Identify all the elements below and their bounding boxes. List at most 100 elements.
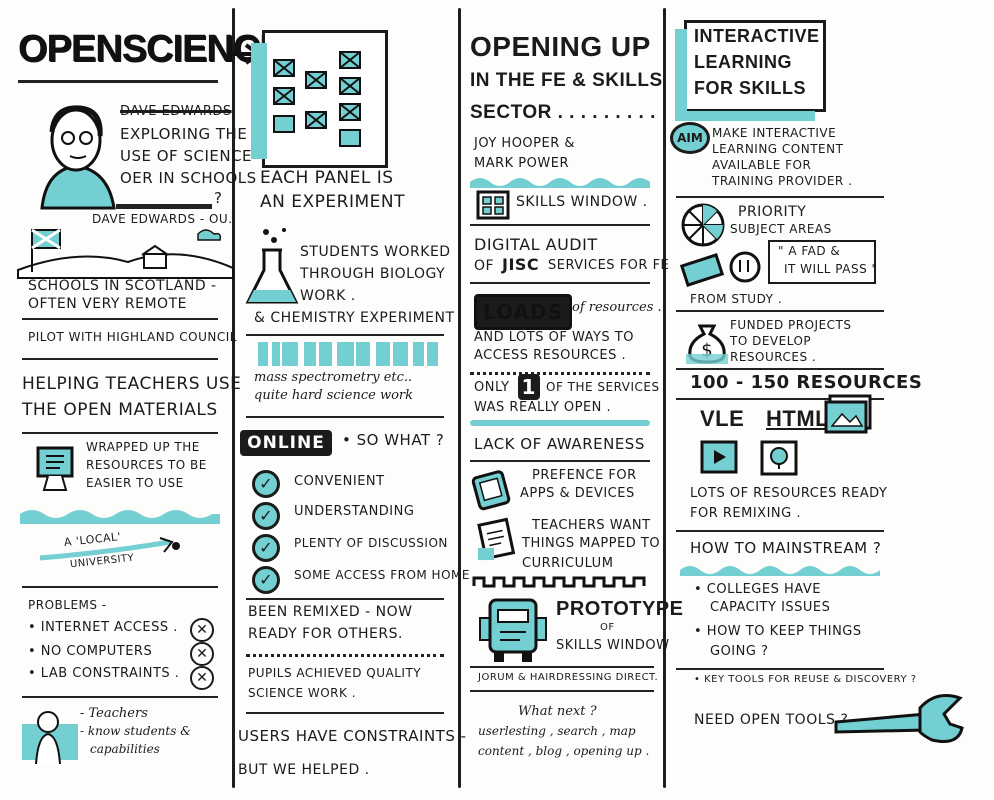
aim-line-2: LEARNING CONTENT	[712, 142, 844, 156]
students-line-2: THROUGH BIOLOGY	[300, 266, 446, 282]
skills-window-label: SKILLS WINDOW .	[516, 194, 648, 210]
speakers-line-1: JOY HOOPER &	[474, 136, 576, 151]
quote-line-2: IT WILL PASS "	[784, 262, 878, 276]
funded-line-2: TO DEVELOP	[730, 334, 812, 348]
priority-line-1: PRIORITY	[738, 204, 807, 220]
divider	[22, 358, 218, 360]
divider	[22, 696, 218, 698]
prototype-skills: SKILLS WINDOW	[556, 638, 670, 653]
one-badge: 1	[518, 374, 540, 400]
flask-icon	[245, 228, 299, 304]
next-line-1: userlesting , search , map	[478, 724, 636, 738]
teacher-figure-icon	[22, 711, 78, 765]
wave-divider	[470, 178, 650, 188]
spectrum-bar	[258, 342, 438, 366]
divider	[676, 530, 884, 532]
mainstream-point-1: • COLLEGES HAVE	[694, 582, 821, 597]
intro-line-1: EXPLORING THE	[120, 125, 248, 143]
cross-icon: ✕	[190, 642, 214, 666]
chemistry-underline	[246, 334, 444, 336]
divider	[676, 668, 884, 670]
opening-title-3: SECTOR . . . . . . . . .	[470, 102, 656, 123]
pref-line-1: PREFENCE FOR	[532, 468, 637, 483]
lack-awareness: LACK OF AWARENESS	[474, 435, 645, 453]
mass-line-1: mass spectrometry etc..	[254, 370, 413, 385]
online-badge: ONLINE	[240, 430, 332, 456]
students-line-1: STUDENTS WORKED	[300, 244, 451, 260]
divider	[470, 666, 654, 668]
divider	[246, 416, 444, 418]
teachers-line-1: - Teachers	[80, 706, 148, 721]
html-label: HTML	[766, 406, 830, 431]
checkmark-icon: ✓	[252, 534, 280, 562]
column-divider	[663, 8, 666, 788]
robot-prototype-icon	[479, 598, 547, 662]
key-tools: • KEY TOOLS FOR REUSE & DISCOVERY ?	[694, 674, 917, 685]
subject-wheel-icon	[681, 203, 725, 247]
problem-2: • NO COMPUTERS	[28, 644, 153, 659]
divider	[676, 368, 884, 370]
lightbulb-icon	[760, 440, 798, 476]
image-frame-icon	[824, 394, 872, 434]
users-line-2: BUT WE HELPED .	[238, 762, 370, 778]
jisc-label: JISC	[502, 255, 540, 274]
cross-icon: ✕	[190, 666, 214, 690]
wave-divider	[20, 510, 220, 524]
document-icon	[477, 517, 516, 561]
need-open-tools: NEED OPEN TOOLS ?	[694, 712, 849, 728]
mass-line-2: quite hard science work	[254, 388, 414, 403]
panel-grid-icon	[273, 51, 361, 147]
speaker-name: DAVE EDWARDS - OU.	[92, 212, 233, 226]
aim-line-4: TRAINING PROVIDER .	[712, 174, 853, 188]
divider	[676, 310, 884, 312]
intro-line-3: OER IN SCHOOLS	[120, 169, 257, 187]
digital-audit: DIGITAL AUDIT	[474, 235, 598, 254]
checkmark-icon: ✓	[252, 566, 280, 594]
funded-line-3: RESOURCES .	[730, 350, 817, 364]
interactive-title-3: FOR SKILLS	[694, 78, 806, 98]
divider	[22, 432, 218, 434]
benefit-3: PLENTY OF DISCUSSION	[294, 536, 448, 550]
dotted-divider	[470, 372, 650, 375]
next-line-2: content , blog , opening up .	[478, 744, 650, 758]
prototype-of: OF	[600, 622, 615, 633]
tablet-icon	[471, 470, 511, 511]
quote-box	[768, 240, 876, 284]
wrapped-line-1: WRAPPED UP THE	[86, 440, 200, 454]
panel-line-1: EACH PANEL IS	[260, 168, 394, 188]
video-play-icon	[700, 440, 738, 474]
castellated-divider	[472, 576, 646, 588]
so-what-text: • SO WHAT ?	[342, 431, 445, 449]
lots-line-1: AND LOTS OF WAYS TO	[474, 330, 634, 345]
divider	[246, 712, 444, 714]
students-line-3: WORK .	[300, 288, 356, 304]
divider	[470, 690, 654, 692]
speakers-line-2: MARK POWER	[474, 156, 569, 171]
column-divider	[458, 8, 461, 788]
funded-line-1: FUNDED PROJECTS	[730, 318, 852, 332]
person-face-icon	[729, 251, 761, 283]
mainstream-point-2: • HOW TO KEEP THINGS	[694, 624, 862, 639]
teach-line-2: THINGS MAPPED TO	[522, 536, 661, 551]
helping-line-2: THE OPEN MATERIALS	[22, 400, 218, 420]
aim-line-3: AVAILABLE FOR	[712, 158, 812, 172]
crossed-name: Dave Edwards	[120, 104, 232, 119]
money-bag-icon: $	[686, 324, 728, 364]
mainstream-heading: HOW TO MAINSTREAM ?	[690, 539, 882, 557]
aim-line-1: MAKE INTERACTIVE	[712, 126, 837, 140]
interactive-title-box	[675, 20, 826, 121]
vle-label: VLE	[700, 406, 745, 431]
ticket-icon	[679, 253, 725, 287]
speaker-underline	[116, 204, 212, 209]
wrapped-line-3: EASIER TO USE	[86, 476, 184, 490]
loads-rest: of resources .	[572, 300, 662, 315]
users-line-1: USERS HAVE CONSTRAINTS -	[238, 727, 467, 745]
window-grid-icon	[476, 190, 510, 220]
svg-text:$: $	[701, 340, 712, 361]
wrench-icon	[834, 694, 964, 743]
mainstream-point-2b: GOING ?	[710, 644, 769, 659]
intro-question: ?	[214, 189, 223, 207]
lots-line-2: ACCESS RESOURCES .	[474, 348, 627, 363]
divider	[676, 196, 884, 198]
